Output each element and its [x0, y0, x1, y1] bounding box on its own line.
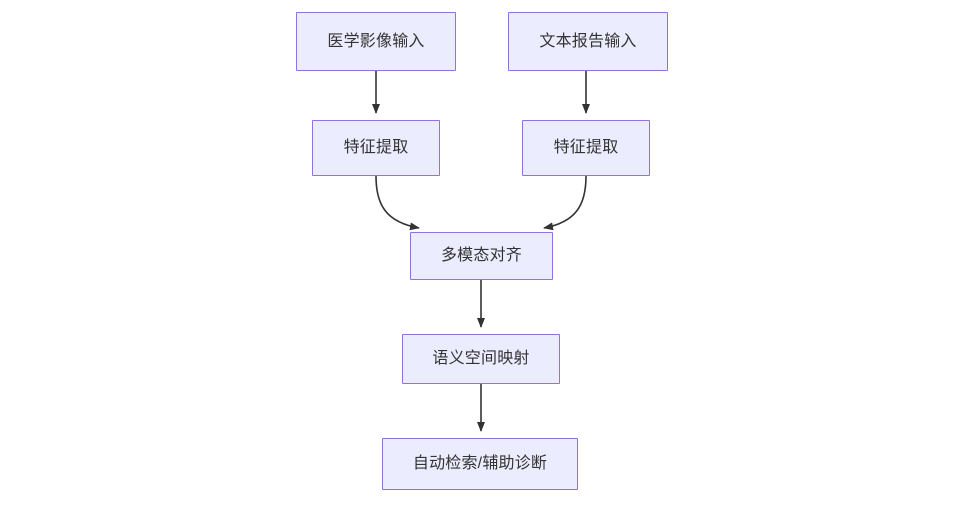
node-semantic-space-mapping[interactable]: 语义空间映射	[402, 334, 560, 384]
node-feature-extraction-text-label: 特征提取	[553, 139, 619, 157]
edge-feature-text-to-alignment	[543, 175, 587, 231]
node-semantic-space-mapping-label: 语义空间映射	[432, 350, 530, 368]
node-feature-extraction-text[interactable]: 特征提取	[522, 120, 650, 176]
node-text-input-label: 文本报告输入	[539, 32, 637, 50]
node-text-input[interactable]: 文本报告输入	[508, 12, 668, 71]
node-feature-extraction-image-label: 特征提取	[343, 139, 409, 157]
node-multimodal-alignment-label: 多模态对齐	[440, 247, 522, 265]
edge-feature-image-to-alignment	[375, 175, 420, 231]
node-retrieval-diagnosis-output-label: 自动检索/辅助诊断	[412, 455, 548, 473]
node-multimodal-alignment[interactable]: 多模态对齐	[410, 232, 553, 280]
node-image-input[interactable]: 医学影像输入	[296, 12, 456, 71]
node-feature-extraction-image[interactable]: 特征提取	[312, 120, 440, 176]
node-image-input-label: 医学影像输入	[327, 32, 425, 50]
node-retrieval-diagnosis-output[interactable]: 自动检索/辅助诊断	[382, 438, 578, 490]
